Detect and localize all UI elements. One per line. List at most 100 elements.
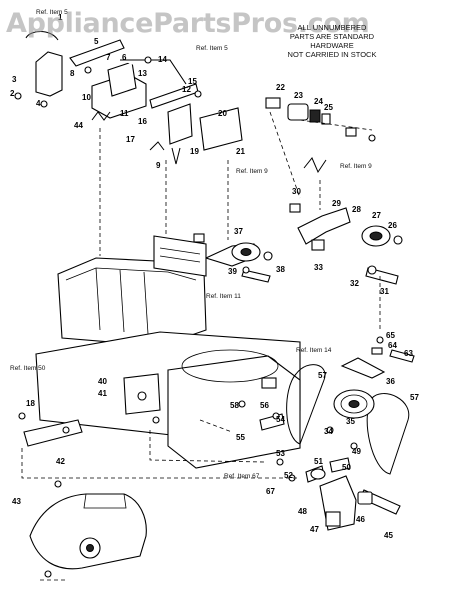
part-number-3: 3 [12, 75, 17, 84]
bolt-14 [144, 56, 152, 64]
part-number-11: 11 [120, 109, 129, 118]
part-number-48: 48 [298, 507, 307, 516]
nut-4 [40, 100, 48, 108]
part-number-8: 8 [70, 69, 75, 78]
ref-label-50: Ref. Item 50 [10, 365, 46, 372]
part-number-45: 45 [384, 531, 393, 540]
part-number-22: 22 [276, 83, 285, 92]
dash-9 [149, 430, 265, 463]
cable-loop [25, 31, 59, 41]
note-line-3: NOT CARRIED IN STOCK [287, 50, 377, 59]
belt-guard-knob-center [86, 544, 94, 552]
spring-19 [171, 147, 181, 165]
engine-top-edge [65, 267, 197, 281]
nut-19 [62, 426, 70, 434]
part-number-44: 44 [74, 121, 83, 130]
washer-51 [310, 468, 326, 480]
bracket-36 [340, 357, 386, 379]
part-number-labels: 1 2 3 4 5 6 7 8 9 10 11 12 13 14 15 16 1… [10, 13, 419, 540]
part-number-35: 35 [346, 417, 355, 426]
part-number-15: 15 [188, 77, 197, 86]
belt-guard-43 [29, 493, 147, 570]
idler-arm-28 [297, 207, 351, 245]
part-number-26: 26 [388, 221, 397, 230]
bolt-41 [137, 391, 147, 401]
part-number-29: 29 [332, 199, 341, 208]
watermark-text: AppliancePartsPros.com [6, 8, 370, 39]
pulley-hub-27 [369, 231, 383, 241]
nut-26b [263, 251, 273, 261]
drive-pulley-hub [348, 400, 360, 408]
part-number-57b: 57 [410, 393, 419, 402]
bushing-23 [287, 103, 309, 121]
bolt-30 [289, 203, 301, 213]
plate-50 [329, 457, 351, 473]
nut-3 [152, 416, 160, 424]
belt-57b [366, 393, 410, 475]
part-number-53: 53 [276, 449, 285, 458]
engine [57, 235, 207, 347]
dash-6 [299, 119, 373, 131]
part-number-64: 64 [388, 341, 397, 350]
ref-label-14: Ref. Item 14 [296, 347, 332, 354]
ref-label-5: Ref. Item 5 [196, 45, 228, 52]
ref-label-9a: Ref. Item 9 [236, 168, 268, 175]
part-number-39: 39 [228, 267, 237, 276]
upper-linkage [14, 31, 243, 165]
bolt-18 [18, 412, 26, 420]
block-16 [167, 103, 193, 145]
part-number-10: 10 [82, 93, 91, 102]
belt-drive [238, 336, 415, 475]
plate-10 [107, 61, 137, 97]
part-number-55: 55 [236, 433, 245, 442]
frame-housing [18, 331, 301, 469]
part-number-67: 67 [266, 487, 275, 496]
washer-1 [368, 134, 376, 142]
dash-4 [269, 111, 301, 199]
bolt-2 [14, 92, 22, 100]
engine-block [57, 257, 207, 347]
pulley-hub-27b [240, 248, 252, 256]
block-56 [261, 377, 277, 389]
part-number-56: 56 [260, 401, 269, 410]
part-number-54: 54 [276, 415, 285, 424]
bracket-20 [199, 107, 243, 151]
washer-25 [321, 113, 331, 125]
part-number-32: 32 [350, 279, 359, 288]
part-number-40: 40 [98, 377, 107, 386]
ref-label-67: Ref. Item 67 [224, 473, 260, 480]
ref-label-top: Ref. Item 5 [36, 9, 68, 16]
bolt-65 [376, 336, 384, 344]
part-number-7: 7 [106, 53, 111, 62]
nut-49 [350, 442, 358, 450]
nut-53 [276, 458, 284, 466]
part-number-28: 28 [352, 205, 361, 214]
part-number-34: 34 [324, 427, 333, 436]
part-number-4: 4 [36, 99, 41, 108]
part-number-24: 24 [314, 97, 323, 106]
washer-39 [242, 266, 250, 274]
washer-54 [272, 412, 280, 420]
part-number-6: 6 [122, 53, 127, 62]
bracket-left [35, 51, 63, 97]
part-number-42: 42 [56, 457, 65, 466]
washer-64 [371, 347, 383, 355]
cable-upper [120, 59, 187, 85]
housing-opening [181, 349, 279, 383]
bolt-18c [54, 480, 62, 488]
head-rib-2 [159, 255, 201, 263]
part-number-16: 16 [138, 117, 147, 126]
ref-label-9b: Ref. Item 9 [340, 163, 372, 170]
belt-guard-bracket-42 [23, 419, 83, 447]
bolt-30b [193, 233, 205, 243]
part-number-12: 12 [182, 85, 191, 94]
part-number-20: 20 [218, 109, 227, 118]
part-number-65: 65 [386, 331, 395, 340]
part-number-25: 25 [324, 103, 333, 112]
lower-right-bracket [276, 457, 401, 531]
part-number-36: 36 [386, 377, 395, 386]
part-number-14: 14 [158, 55, 167, 64]
belt-57a [286, 364, 326, 445]
